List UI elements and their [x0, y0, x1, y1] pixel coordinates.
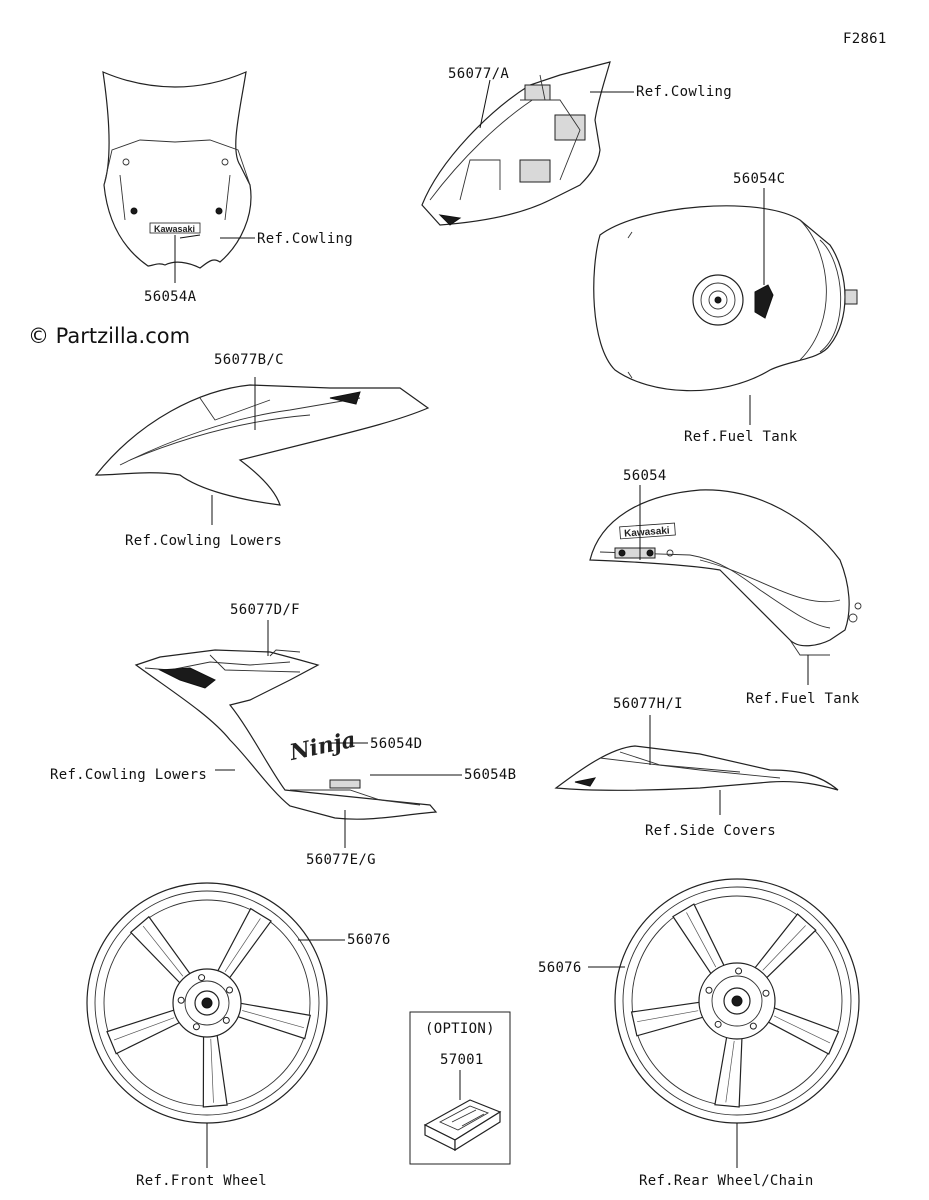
tank-side-part-label[interactable]: 56054 [623, 468, 667, 484]
wheel-bolt [226, 986, 234, 994]
side-cover-part-label[interactable]: 56077H/I [613, 696, 683, 712]
rear-wheel-bolts [705, 967, 770, 1030]
rear-wheel-ref-label: Ref.Rear Wheel/Chain [639, 1173, 814, 1189]
upper-cowl-part-label[interactable]: 56077/A [448, 66, 509, 82]
tank-brand-decal: Kawasaki [624, 525, 670, 539]
wheel-spoke-line [242, 1010, 304, 1029]
wheel-bolt [177, 996, 185, 1004]
wheel-spoke-line [725, 1040, 735, 1103]
windshield-ref-label: Ref.Cowling [257, 231, 353, 247]
cowling-lower-part[interactable] [94, 384, 430, 506]
wheel-spoke-line [637, 1010, 699, 1023]
wheel-spoke-line [224, 918, 261, 973]
wheel-bolt [222, 1016, 230, 1024]
fuel-tank-top-part[interactable] [593, 205, 858, 392]
wheel-spoke-line [762, 925, 806, 971]
tank-top-ref-label: Ref.Fuel Tank [684, 429, 798, 445]
option-box: (OPTION) 57001 [409, 1011, 511, 1165]
front-wheel-ref-label: Ref.Front Wheel [136, 1173, 267, 1189]
front-wheel-part[interactable] [86, 882, 328, 1124]
rear-wheel-part-label[interactable]: 56076 [538, 960, 582, 976]
wheel-spoke-line [113, 1017, 175, 1041]
wheel-bolt [192, 1023, 200, 1031]
front-wheel-bolts [177, 974, 234, 1031]
wheel-spoke-line [686, 912, 717, 968]
cowl-lower-ref-label: Ref.Cowling Lowers [125, 533, 282, 549]
wheel-bolt [735, 967, 743, 975]
front-wheel-part-label[interactable]: 56076 [347, 932, 391, 948]
side-panel-ref-label: Ref.Cowling Lowers [50, 767, 207, 783]
wheel-spoke-line [142, 925, 184, 977]
windshield-brand-decal: Kawasaki [154, 224, 195, 234]
side-cover-part[interactable] [554, 745, 839, 791]
option-title: (OPTION) [425, 1021, 495, 1037]
tank-top-part-label[interactable]: 56054C [733, 171, 785, 187]
side-panel-ninja-part[interactable]: Ninja [134, 649, 438, 820]
rear-wheel-spokes [630, 903, 840, 1108]
wheel-bolt [762, 989, 770, 997]
fuel-tank-side-part[interactable]: Kawasaki [589, 489, 862, 656]
wheel-spoke-line [773, 1015, 831, 1044]
side-panel-small-part-label[interactable]: 56054B [464, 767, 516, 783]
side-panel-ninja-part-label[interactable]: 56054D [370, 736, 422, 752]
windshield-part-label[interactable]: 56054A [144, 289, 197, 305]
wheel-bolt [749, 1022, 757, 1030]
wheel-bolt [198, 974, 206, 982]
rear-wheel-part[interactable] [614, 878, 860, 1124]
option-part-image[interactable] [423, 1099, 502, 1152]
windshield-part[interactable]: Kawasaki [102, 71, 252, 269]
front-wheel-spokes [106, 907, 311, 1108]
tank-side-ref-label: Ref.Fuel Tank [746, 691, 860, 707]
wheel-bolt [714, 1020, 722, 1028]
watermark: © Partzilla.com [28, 324, 190, 348]
figure-code: F2861 [843, 31, 887, 47]
upper-cowl-ref-label: Ref.Cowling [636, 84, 732, 100]
ninja-decal: Ninja [286, 727, 358, 767]
option-part-label[interactable]: 57001 [440, 1052, 484, 1068]
side-panel-top-part-label[interactable]: 56077D/F [230, 602, 300, 618]
upper-cowl-part[interactable] [421, 61, 611, 226]
cowl-lower-part-label[interactable]: 56077B/C [214, 352, 284, 368]
side-cover-ref-label: Ref.Side Covers [645, 823, 776, 839]
side-panel-bottom-part-label[interactable]: 56077E/G [306, 852, 376, 868]
wheel-spoke-line [210, 1038, 214, 1103]
wheel-bolt [705, 986, 713, 994]
